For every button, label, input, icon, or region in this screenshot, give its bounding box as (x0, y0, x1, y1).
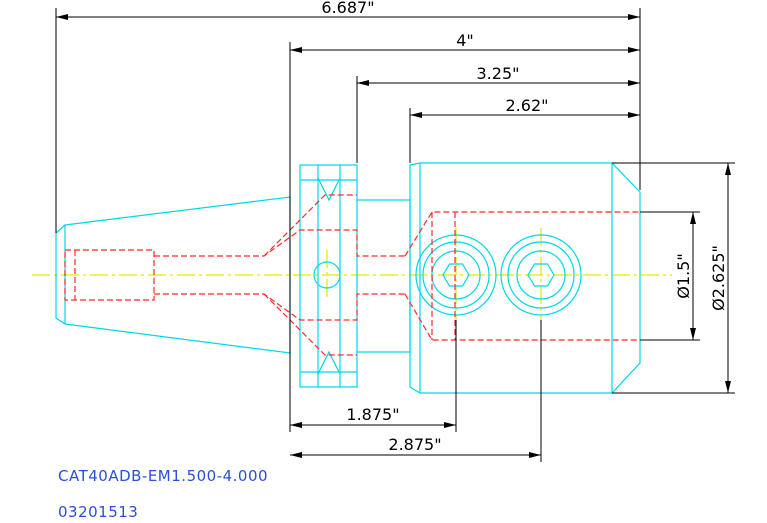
cross-hole (313, 261, 341, 289)
drawing-number: 03201513 (58, 503, 138, 521)
dim-shoulder-arrow-right (628, 80, 640, 86)
dim-body-arrow-left (410, 112, 422, 118)
screw1-mid (422, 241, 490, 309)
dim-overall-arrow-left (56, 14, 68, 20)
screw2-hex (527, 263, 555, 287)
dim-shoulder-arrow-left (357, 80, 369, 86)
v-groove-top (317, 177, 341, 202)
dim-screw1-label: 1.875" (346, 405, 399, 424)
dim-screw1-arrow-left (290, 422, 302, 428)
taper-diagonal-top (263, 194, 357, 257)
part-number: CAT40ADB-EM1.500-4.000 (58, 467, 268, 485)
dim-bore-arrow-bottom (690, 328, 696, 340)
screw1-hex (442, 263, 470, 287)
flange-left (299, 164, 319, 388)
tool-outline (55, 162, 641, 394)
dim-overall-label: 6.687" (321, 0, 374, 17)
dim-overall-arrow-right (628, 14, 640, 20)
dim-diameter-arrow-top (725, 163, 731, 175)
coolant-bore (154, 229, 405, 321)
screw2-inner (516, 250, 566, 300)
dim-body-arrow-right (628, 112, 640, 118)
dim-diameter-arrow-bottom (725, 381, 731, 393)
flange-right (339, 164, 358, 388)
screw1-outer (415, 234, 497, 316)
dim-screw1-arrow-right (444, 422, 456, 428)
dim-shoulder-label: 3.25" (477, 64, 520, 83)
dimensions (55, 8, 735, 462)
body (409, 162, 641, 394)
dim-screw2-arrow-right (529, 452, 541, 458)
dim-flange-arrow-left (290, 47, 302, 53)
drawbar-thread (64, 249, 155, 301)
dim-screw2-arrow-left (290, 452, 302, 458)
taper-diagonal-bottom (263, 293, 357, 356)
hidden-features (64, 194, 640, 356)
dim-bore-arrow-top (690, 212, 696, 224)
screw2-outer (500, 234, 582, 316)
dim-bore-label: Ø1.5" (674, 253, 693, 298)
v-groove-bottom (317, 350, 341, 375)
dim-flange-arrow-right (628, 47, 640, 53)
dim-screw2-label: 2.875" (388, 435, 441, 454)
dim-body-label: 2.62" (506, 96, 549, 115)
neck (357, 199, 411, 353)
dim-flange-label: 4" (456, 31, 474, 50)
dim-diameter-label: Ø2.625" (709, 245, 728, 311)
endmill-bore (404, 211, 640, 341)
screw2-mid (507, 241, 575, 309)
